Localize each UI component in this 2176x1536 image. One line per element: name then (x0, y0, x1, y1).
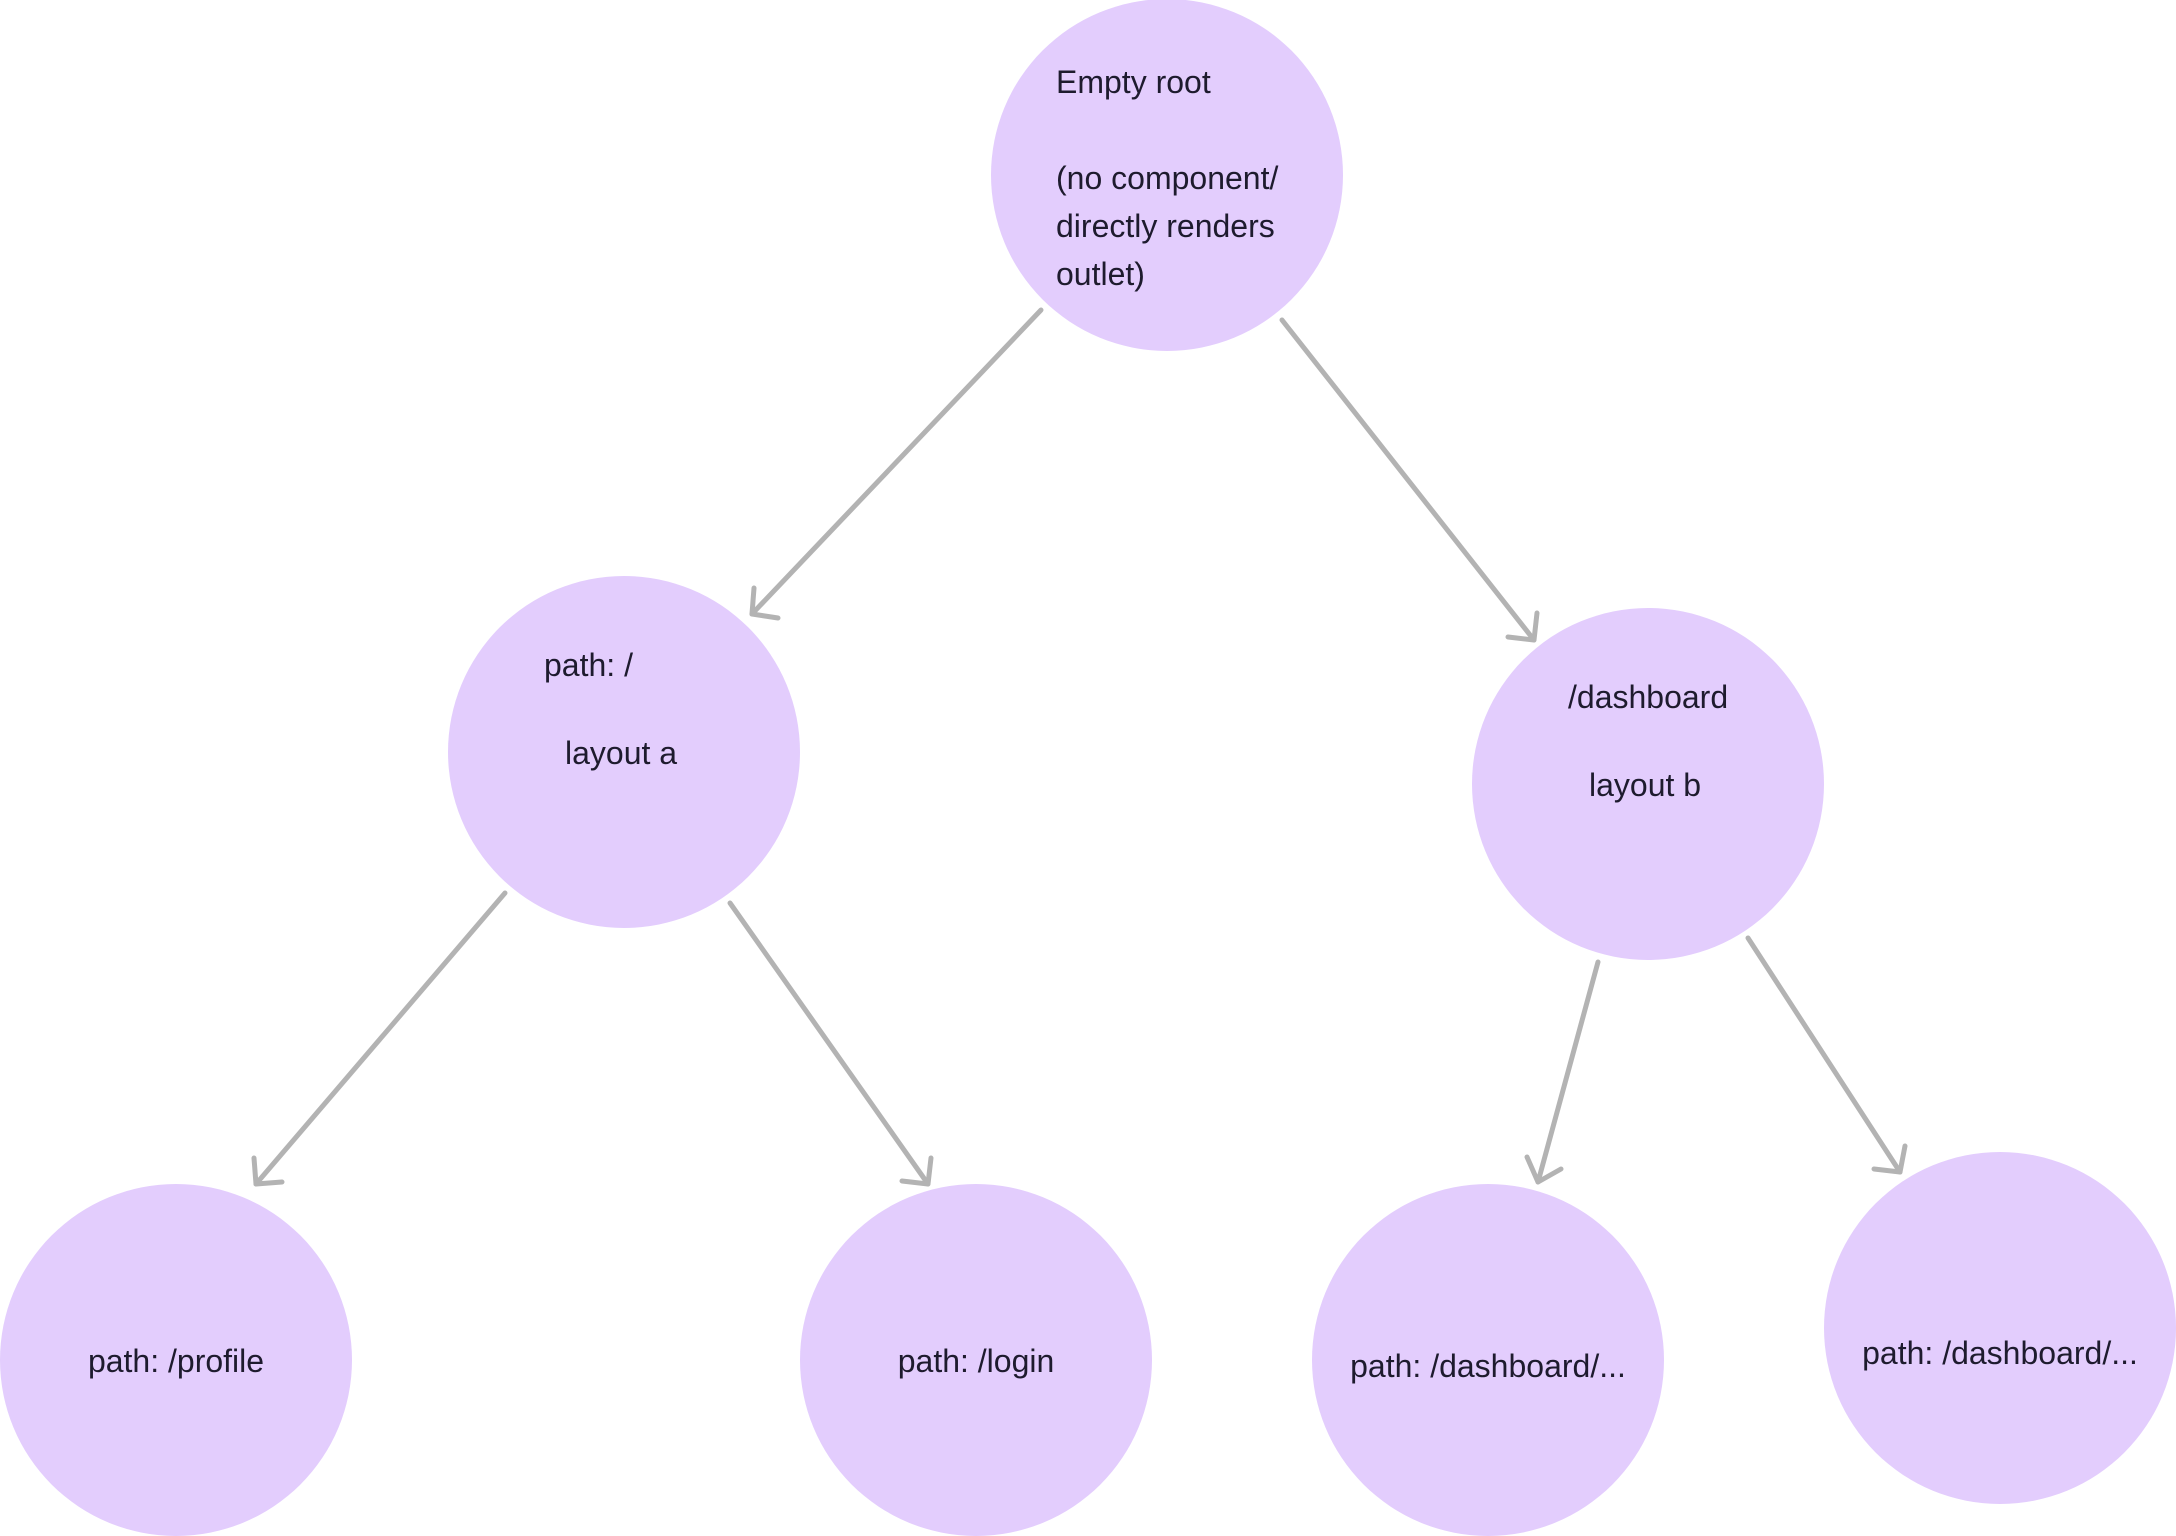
edge-layout-a-to-profile (251, 890, 508, 1187)
edges (251, 307, 1908, 1187)
node-circle (1824, 1152, 2176, 1504)
node-label-line: path: /profile (88, 1343, 264, 1379)
edge-line (727, 900, 931, 1187)
node-dashboard-child-2: path: /dashboard/... (1824, 1152, 2176, 1504)
node-profile: path: /profile (0, 1184, 352, 1536)
arrowhead-icon (1505, 610, 1540, 643)
node-label-line: /dashboard (1568, 679, 1728, 715)
node-layout-b: /dashboard layout b (1472, 608, 1824, 960)
node-label-line: path: /dashboard/... (1350, 1348, 1626, 1384)
node-root: Empty root (no component/ directly rende… (991, 0, 1343, 351)
node-label-line: outlet) (1056, 256, 1145, 292)
node-label-line: (no component/ (1056, 160, 1278, 196)
node-login: path: /login (800, 1184, 1152, 1536)
edge-line (1745, 935, 1903, 1175)
node-circle (991, 0, 1343, 351)
arrowhead-icon (1524, 1154, 1564, 1185)
edge-line (253, 890, 508, 1187)
edge-line (749, 307, 1044, 617)
node-label-line: Empty root (1056, 64, 1211, 100)
node-circle (448, 576, 800, 928)
node-layout-a: path: / layout a (448, 576, 800, 928)
node-label-line: directly renders (1056, 208, 1275, 244)
node-label-line: path: /dashboard/... (1862, 1335, 2138, 1371)
node-circle (1472, 608, 1824, 960)
node-label-line: path: / (544, 647, 633, 683)
node-label-line: path: /login (898, 1343, 1055, 1379)
arrowhead-icon (749, 585, 781, 621)
arrowhead-icon (1871, 1143, 1908, 1175)
arrowhead-icon (251, 1155, 285, 1187)
node-label-line: layout a (565, 735, 677, 771)
node-circle (0, 1184, 352, 1536)
node-label-line: layout b (1589, 767, 1701, 803)
node-circle (1312, 1184, 1664, 1536)
edge-root-to-layout-a (749, 307, 1044, 621)
arrowhead-icon (899, 1155, 934, 1187)
edge-layout-b-to-dashboard-child-2 (1745, 935, 1908, 1175)
edge-layout-a-to-login (727, 900, 934, 1187)
node-dashboard-child-1: path: /dashboard/... (1312, 1184, 1664, 1536)
edge-root-to-layout-b (1279, 317, 1540, 643)
edge-line (1279, 317, 1537, 643)
edge-layout-b-to-dashboard-child-1 (1524, 959, 1601, 1185)
edge-line (1535, 959, 1601, 1185)
node-circle (800, 1184, 1152, 1536)
